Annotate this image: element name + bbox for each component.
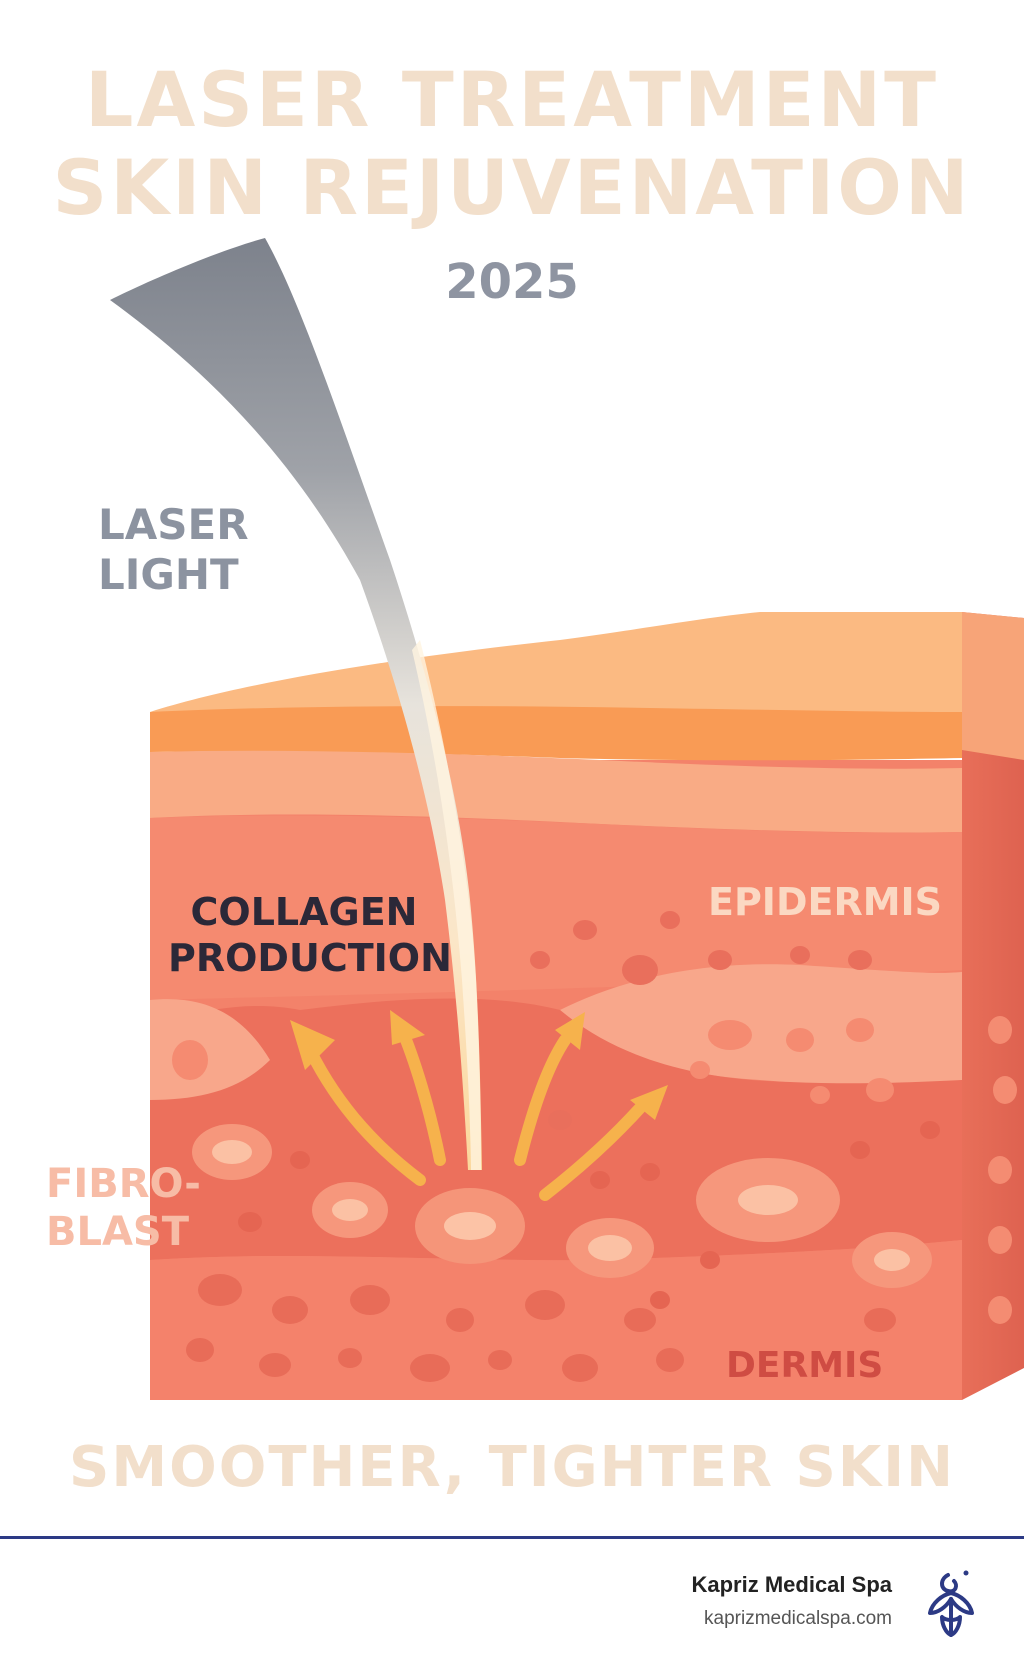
epidermis-label: EPIDERMIS: [708, 880, 943, 924]
collagen-production-label: COLLAGEN PRODUCTION: [168, 890, 452, 980]
laser-light-label: LASER LIGHT: [98, 500, 249, 600]
skin-band-peach: [150, 750, 962, 833]
footer-divider: [0, 1536, 1024, 1539]
skin-block-side: [962, 612, 1024, 1400]
dermis-label: DERMIS: [726, 1345, 884, 1386]
skin-block-side-top: [962, 612, 1024, 760]
laser-beam: [110, 238, 482, 1170]
fibroblast-label: FIBRO- BLAST: [46, 1161, 201, 1255]
collagen-arrow-1: [304, 1044, 426, 1186]
skin-surface-top: [150, 612, 962, 712]
skin-layer-epidermis: [150, 815, 962, 1000]
fibroblast-cells: [192, 1124, 932, 1288]
laser-beam-core: [412, 640, 481, 1170]
collagen-arrow-3: [514, 1034, 571, 1166]
lower-cells: [186, 1274, 896, 1382]
year-label: 2025: [445, 254, 579, 310]
epidermis-cells: [530, 911, 872, 1130]
skin-band-wave-light: [560, 964, 962, 1086]
collagen-arrowheads: [290, 1010, 668, 1120]
brand-url[interactable]: kaprizmedicalspa.com: [704, 1608, 892, 1629]
skin-band-orange: [150, 706, 962, 761]
brand-name: Kapriz Medical Spa: [691, 1572, 892, 1597]
tagline: SMOOTHER, TIGHTER SKIN: [69, 1435, 955, 1500]
title-line-1: LASER TREATMENT: [85, 55, 939, 144]
side-cells: [988, 1016, 1017, 1324]
deep-cells: [238, 1121, 940, 1309]
title-line-2: SKIN REJUVENATION: [52, 143, 972, 232]
wave-cells: [172, 1018, 894, 1104]
kapriz-flower-logo-icon: [928, 1570, 974, 1637]
collagen-arrow-4: [539, 1102, 646, 1201]
